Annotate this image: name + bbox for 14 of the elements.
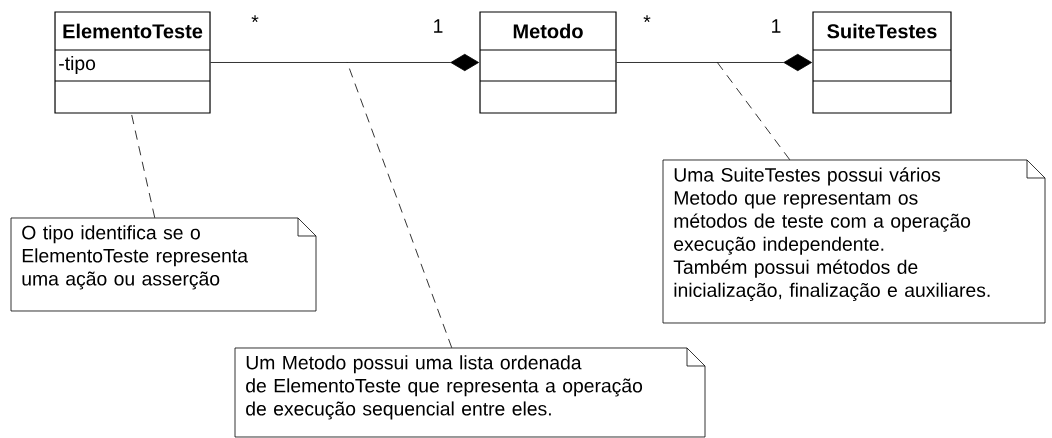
multiplicity-label: 1 <box>772 19 781 33</box>
composition-line <box>210 53 479 72</box>
note-box: Uma SuiteTestes possui vários Metodo que representam os métodos de teste com a operação execução independente. Também possui métodos de inicialização, finalização e auxiliares. <box>662 159 1046 324</box>
multiplicity-label: * <box>643 15 651 23</box>
composition-line <box>616 53 812 72</box>
note-box: Um Metodo possui uma lista ordenada de ElementoTeste que representa a operação de execução sequencial entre eles. <box>234 347 706 438</box>
class-box: Metodo <box>479 11 617 114</box>
class-box: SuiteTestes <box>812 11 952 114</box>
class-box: ElementoTeste -tipo <box>54 11 211 114</box>
leader-line <box>716 61 791 161</box>
note-box: O tipo identifica se o ElementoTeste representa uma ação ou asserção <box>10 217 317 312</box>
multiplicity-label: 1 <box>434 19 443 33</box>
leader-line <box>346 61 453 349</box>
multiplicity-label: * <box>251 15 259 23</box>
